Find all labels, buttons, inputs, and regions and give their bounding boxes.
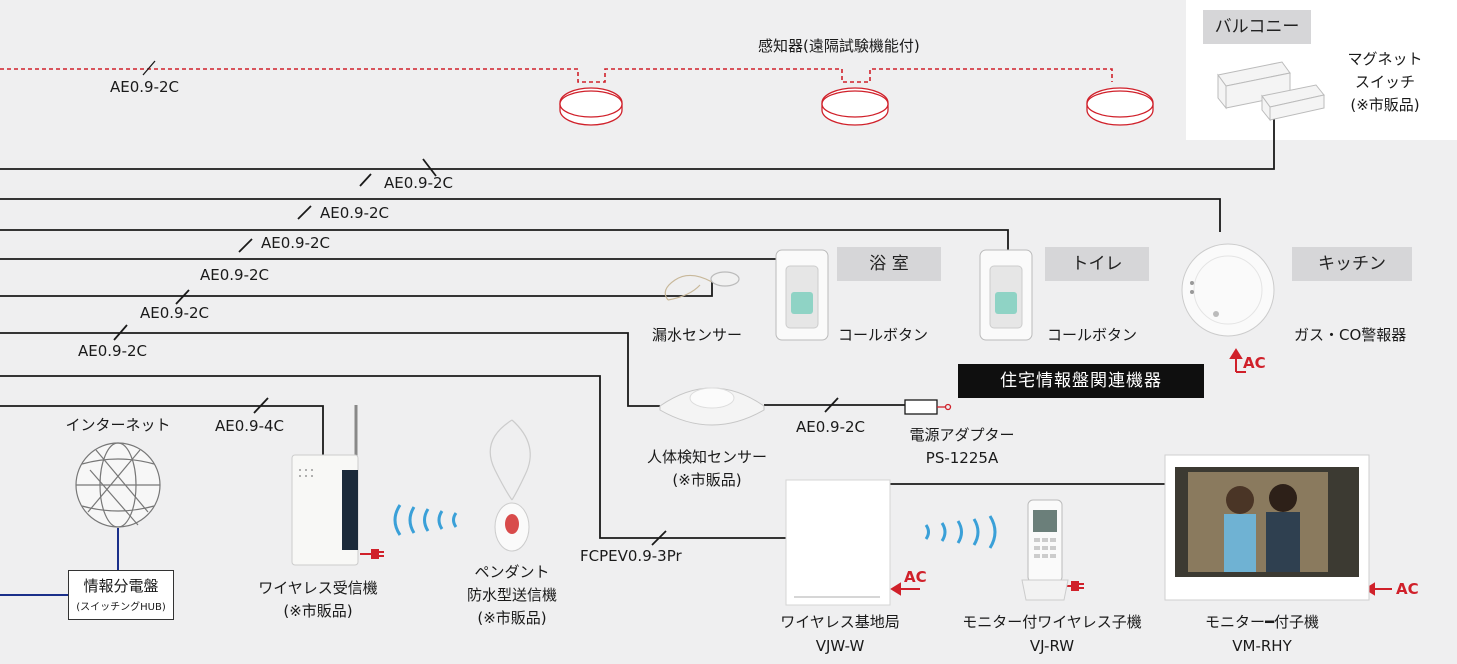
monitor-label-2: VM-RHY [1232,637,1292,655]
handset-label-1: モニター付ワイヤレス子機 [962,613,1142,631]
cable-label-3: AE0.9-2C [261,234,331,252]
sensor-1-icon [559,87,623,126]
internet-label: インターネット [65,416,171,434]
magnetic-switch-label-1: マグネット [1347,50,1423,68]
receiver-label-2: (※市販品) [283,602,353,620]
call-button-toilet-icon [979,249,1033,341]
wire-human [0,332,660,407]
pendant-label-2: 防水型送信機 [466,586,558,604]
sensor-3-icon [1086,87,1154,126]
cable-label-top: AE0.9-2C [110,78,180,96]
plug-icons [360,549,1084,591]
pendant-label-1: ペンダント [474,563,550,581]
base-station-icon [785,479,891,606]
power-adapter-icon [904,399,952,415]
ac-label-base: AC [904,568,927,586]
human-sensor-label-1: 人体検知センサー [646,448,768,466]
wireless-handset-icon [1021,499,1069,601]
call-button-bath-icon [775,249,829,341]
cable-label-4c: AE0.9-4C [215,417,285,435]
pendant-label-3: (※市販品) [477,609,547,627]
cable-label-2: AE0.9-2C [320,204,390,222]
gas-alarm-label: ガス・CO警報器 [1294,326,1407,344]
leak-sensor-icon [664,271,740,301]
handset-label-2: VJ-RW [1029,637,1075,655]
wireless-receiver-icon [291,405,359,566]
sensor-dashed-wire [0,68,1113,83]
call-button-label-toilet: コールボタン [1047,326,1138,344]
sensor-2-icon [821,87,889,126]
adapter-label-2: PS-1225A [925,449,999,467]
wire-receiver [0,405,324,456]
hub-label-1: 情報分電盤 [83,577,159,595]
adapter-label-1: 電源アダプター [909,426,1015,444]
ac-arrows [890,348,1392,596]
cable-label-adapter: AE0.9-2C [796,418,866,436]
pendant-transmitter-icon [489,419,531,552]
base-station-label-2: VJW-W [815,637,865,655]
housing-panel-bar: 住宅情報盤関連機器 [958,364,1204,398]
magnetic-switch-icon [1217,61,1325,122]
balcony-tag: バルコニー [1203,10,1311,44]
wire-gas [0,198,1221,232]
hub-label-2: (スイッチングHUB) [76,602,166,613]
cable-label-1: AE0.9-2C [384,174,454,192]
human-sensor-icon [659,387,765,426]
magnetic-switch-label-2: スイッチ [1354,73,1416,91]
ac-label-monitor: AC [1396,580,1419,598]
gas-alarm-icon [1181,243,1275,337]
wave-signal-2-icon [924,515,997,549]
cable-label-5: AE0.9-2C [140,304,210,322]
sensor-title: 感知器(遠隔試験機能付) [758,37,920,55]
human-sensor-label-2: (※市販品) [672,471,742,489]
cable-tick [142,60,156,76]
wire-leak [0,282,713,297]
cable-label-4: AE0.9-2C [200,266,270,284]
wave-signal-icon [393,504,458,536]
wire-toilet [0,229,1009,250]
base-station-label-1: ワイヤレス基地局 [780,613,900,631]
monitor-unit-icon [1164,454,1370,601]
hub-box: 情報分電盤 (スイッチングHUB) [68,570,174,620]
room-tag-kitchen: キッチン [1292,247,1412,281]
room-tag-bath: 浴 室 [837,247,941,281]
magnetic-switch-label-3: (※市販品) [1350,96,1420,114]
receiver-label-1: ワイヤレス受信機 [258,579,378,597]
leak-sensor-label: 漏水センサー [652,326,743,344]
cable-label-6: AE0.9-2C [78,342,148,360]
monitor-label-1: モニター━付子機 [1204,613,1320,631]
ac-label-gas: AC [1243,354,1266,372]
call-button-label-bath: コールボタン [838,326,929,344]
wire-balcony [0,118,1275,170]
room-tag-toilet: トイレ [1045,247,1149,281]
globe-icon [75,442,161,528]
wire-base [0,375,790,539]
cable-label-fcpev: FCPEV0.9-3Pr [580,547,682,565]
